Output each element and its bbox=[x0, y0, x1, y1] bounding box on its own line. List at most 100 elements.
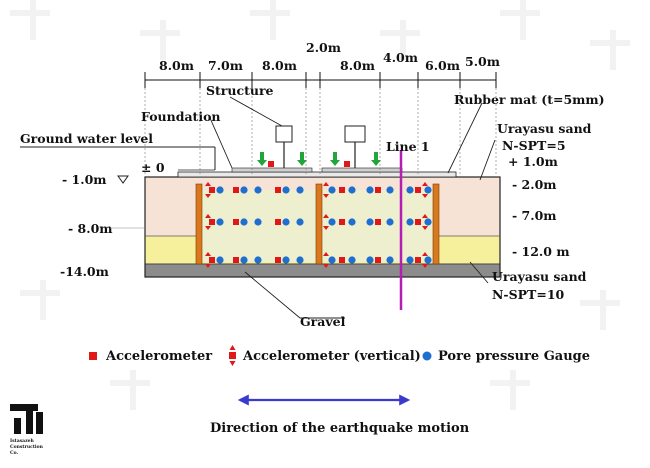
pore-pressure-gauge bbox=[386, 186, 394, 194]
dimension-label: 2.0m bbox=[306, 40, 341, 55]
structure-model-right bbox=[344, 125, 366, 168]
pore-pressure-gauge bbox=[240, 186, 248, 194]
structure-model-left bbox=[275, 125, 293, 168]
pore-pressure-gauge bbox=[328, 186, 336, 194]
vertical-accelerometer bbox=[422, 214, 428, 230]
pore-pressure-gauge bbox=[328, 218, 336, 226]
vertical-accelerometer bbox=[422, 252, 428, 268]
accelerometer bbox=[375, 187, 381, 193]
sheet-pile-wall bbox=[315, 183, 323, 265]
accelerometer bbox=[415, 257, 421, 263]
urayasu-bottom-nspt: N-SPT=10 bbox=[492, 287, 565, 302]
pore-pressure-gauge bbox=[406, 218, 414, 226]
pore-pressure-gauge bbox=[282, 186, 290, 194]
pore-pressure-gauge bbox=[386, 256, 394, 264]
legend-pore-pressure: Pore pressure Gauge bbox=[438, 349, 590, 364]
urayasu-top-nspt: N-SPT=5 bbox=[502, 138, 566, 153]
pore-pressure-gauge bbox=[386, 218, 394, 226]
pore-pressure-gauge bbox=[366, 186, 374, 194]
pore-pressure-gauge bbox=[406, 186, 414, 194]
vertical-accelerometer bbox=[323, 214, 329, 230]
company-logo: Istasazeh Construction Co. bbox=[10, 404, 44, 456]
structure-base-left bbox=[231, 167, 313, 173]
pore-pressure-gauge bbox=[348, 186, 356, 194]
foundation-label: Foundation bbox=[141, 109, 221, 124]
accelerometer-icon bbox=[268, 161, 274, 167]
gravel-label: Gravel bbox=[300, 314, 346, 329]
pore-pressure-gauge bbox=[366, 256, 374, 264]
vertical-accelerometer bbox=[323, 252, 329, 268]
level-label-left: - 1.0m bbox=[62, 172, 107, 187]
pore-pressure-gauge bbox=[424, 218, 432, 226]
accelerometer bbox=[209, 187, 215, 193]
sensor-array bbox=[205, 182, 432, 268]
level-label-right: - 12.0 m bbox=[512, 244, 570, 259]
dimension-label: 7.0m bbox=[208, 58, 243, 73]
accelerometer bbox=[415, 187, 421, 193]
level-label-right: - 7.0m bbox=[512, 208, 557, 223]
water-level-triangle-icon bbox=[117, 175, 129, 184]
pore-pressure-gauge bbox=[254, 256, 262, 264]
pore-pressure-gauge bbox=[348, 256, 356, 264]
sheet-pile-wall bbox=[432, 183, 440, 265]
watermark-pattern bbox=[10, 0, 630, 410]
logo-text: Istasazeh bbox=[10, 438, 35, 444]
accelerometer bbox=[275, 219, 281, 225]
accelerometer bbox=[375, 219, 381, 225]
pore-pressure-gauge bbox=[296, 256, 304, 264]
accelerometer bbox=[209, 219, 215, 225]
pore-pressure-gauge bbox=[328, 256, 336, 264]
accelerometer bbox=[209, 257, 215, 263]
ground-water-level-marker bbox=[20, 146, 216, 184]
dimension-label: 8.0m bbox=[159, 58, 194, 73]
vertical-accelerometer bbox=[323, 182, 329, 198]
pore-pressure-gauge bbox=[282, 218, 290, 226]
sheet-pile-wall bbox=[195, 183, 203, 265]
gravel-layer bbox=[144, 263, 501, 278]
ground-water-level-label: Ground water level bbox=[20, 131, 153, 146]
pore-pressure-gauge bbox=[240, 256, 248, 264]
ground-zero-label: ± 0 bbox=[141, 160, 165, 175]
accelerometer bbox=[275, 187, 281, 193]
legend-accelerometer-vertical: Accelerometer (vertical) bbox=[242, 349, 421, 364]
svg-text:Construction: Construction bbox=[10, 444, 44, 450]
accelerometer bbox=[233, 257, 239, 263]
urayasu-bottom-label: Urayasu sand bbox=[492, 269, 587, 284]
pore-pressure-gauge bbox=[282, 256, 290, 264]
level-label-right: + 1.0m bbox=[508, 154, 558, 169]
accelerometer bbox=[415, 219, 421, 225]
dimension-label: 6.0m bbox=[425, 58, 460, 73]
level-label-left: - 8.0m bbox=[68, 221, 113, 236]
vertical-accelerometer bbox=[205, 182, 211, 198]
pore-pressure-gauge bbox=[296, 186, 304, 194]
leader-lines bbox=[209, 96, 496, 319]
urayasu-top-label: Urayasu sand bbox=[497, 121, 592, 136]
pore-pressure-gauge bbox=[424, 256, 432, 264]
accelerometer bbox=[275, 257, 281, 263]
accelerometer bbox=[233, 187, 239, 193]
vertical-accelerometer bbox=[422, 182, 428, 198]
pore-pressure-gauge bbox=[216, 186, 224, 194]
vertical-accelerometer bbox=[205, 252, 211, 268]
pore-pressure-gauge bbox=[424, 186, 432, 194]
vertical-accelerometer bbox=[205, 214, 211, 230]
svg-text:Co.: Co. bbox=[10, 450, 19, 456]
legend-accelerometer: Accelerometer bbox=[105, 349, 212, 364]
dimension-label: 8.0m bbox=[340, 58, 375, 73]
dimension-label: 8.0m bbox=[262, 58, 297, 73]
pore-pressure-gauge bbox=[240, 218, 248, 226]
green-arrow-icons bbox=[257, 152, 381, 166]
pore-pressure-gauge bbox=[348, 218, 356, 226]
pore-pressure-gauge bbox=[216, 218, 224, 226]
structure-base-right bbox=[321, 167, 403, 173]
level-label-left: -14.0m bbox=[60, 264, 109, 279]
line1-label: Line 1 bbox=[386, 139, 430, 154]
accelerometer bbox=[233, 219, 239, 225]
foundation-slab bbox=[177, 171, 457, 178]
structure-label: Structure bbox=[206, 83, 274, 98]
pore-pressure-gauge bbox=[366, 218, 374, 226]
accelerometer bbox=[339, 187, 345, 193]
accelerometer bbox=[339, 257, 345, 263]
